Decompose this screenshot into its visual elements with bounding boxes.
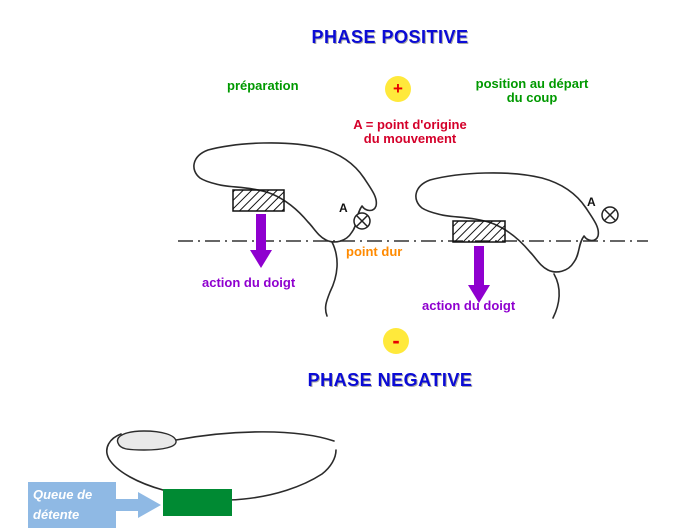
finger-sketch-preparation (193, 142, 378, 317)
preparation-label: préparation (227, 78, 299, 93)
trigger-callout-line2: détente (33, 507, 80, 523)
position-depart-line2: du coup (506, 90, 558, 106)
plus-phase-badge: + (385, 76, 411, 102)
phase-positive-title: PHASE POSITIVE (311, 27, 469, 47)
trigger-blade (163, 489, 232, 516)
finger-action-label-right: action du doigt (422, 298, 516, 313)
origin-point-marker-right (601, 206, 619, 224)
phase-negative-title: PHASE NEGATIVE (307, 370, 473, 390)
trigger-callout-arrow (108, 492, 161, 518)
finger-action-arrow-left (250, 214, 272, 268)
point-dur-label: point dur (346, 244, 403, 259)
finger-action-arrow-right (468, 246, 490, 303)
fingernail (116, 430, 177, 451)
trigger-contact-hatch-left (233, 190, 284, 211)
origin-a-marker-left: A (339, 201, 348, 215)
position-depart-line1: position au départ (475, 76, 589, 91)
finger-sketch-depart (415, 172, 600, 319)
trigger-callout-line1: Queue de (33, 487, 93, 502)
origin-a-marker-right: A (587, 195, 596, 209)
trigger-contact-hatch-right (453, 221, 505, 242)
origin-point-line2: du mouvement (363, 131, 457, 147)
finger-action-label-left: action du doigt (202, 275, 296, 290)
minus-symbol: - (392, 328, 400, 353)
plus-symbol: + (393, 79, 403, 98)
finger-sketch-trigger (106, 430, 337, 516)
origin-point-line1: A = point d'origine (353, 117, 467, 132)
origin-point-marker-left (353, 212, 371, 230)
position-depart-label: position au départ du coup (466, 76, 598, 106)
trigger-callout-label: Queue de détente (28, 482, 116, 529)
minus-phase-badge: - (383, 328, 409, 354)
origin-point-label: A = point d'origine du mouvement (348, 117, 472, 147)
